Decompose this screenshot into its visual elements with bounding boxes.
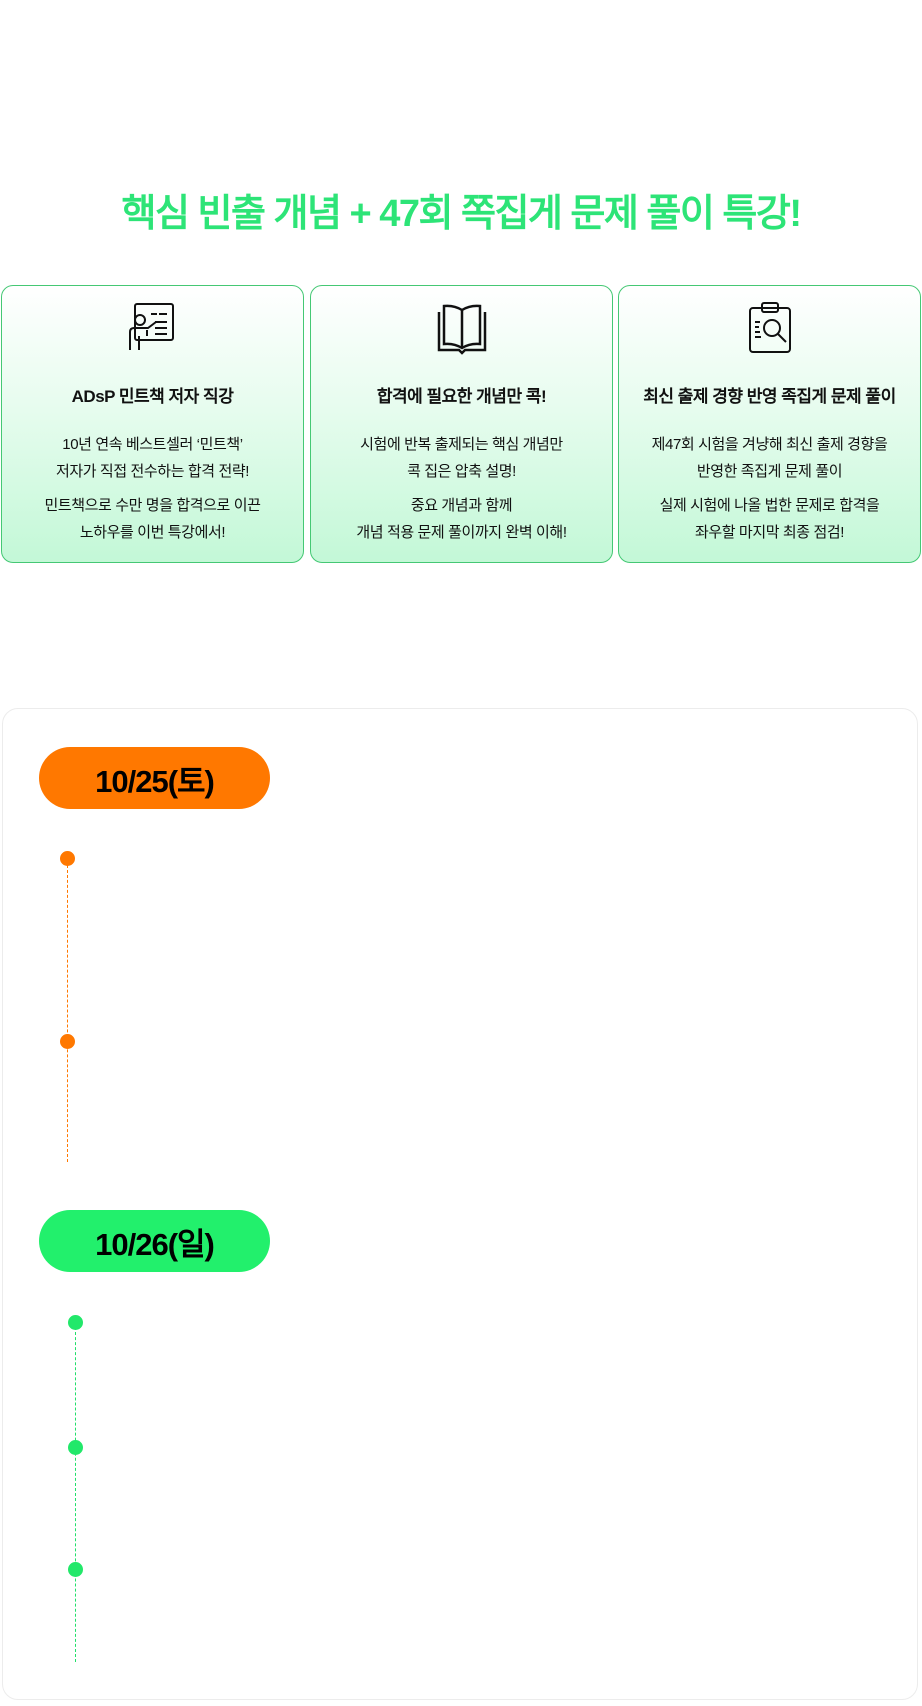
date-badge-1025: 10/25(토) bbox=[39, 747, 270, 809]
timeline-dot bbox=[68, 1315, 83, 1330]
page-headline: 핵심 빈출 개념 + 47회 쪽집게 문제 풀이 특강! bbox=[121, 193, 802, 235]
open-book-icon bbox=[437, 304, 486, 355]
schedule-panel bbox=[2, 708, 918, 1700]
feature-card-author: ADsP 민트책 저자 직강 10년 연속 베스트셀러 ‘민트책’ 저자가 직접 … bbox=[1, 285, 304, 563]
card-title: 최신 출제 경향 반영 족집게 문제 풀이 bbox=[643, 387, 896, 406]
feature-card-problems: 최신 출제 경향 반영 족집게 문제 풀이 제47회 시험을 겨냥해 최신 출제… bbox=[618, 285, 921, 563]
card-text: 콕 집은 압축 설명! bbox=[407, 463, 516, 480]
timeline-line bbox=[75, 1322, 76, 1662]
card-text: 개념 적용 문제 풀이까지 완벽 이해! bbox=[356, 524, 567, 541]
card-text: 저자가 직접 전수하는 합격 전략! bbox=[55, 463, 250, 480]
card-text: 반영한 족집게 문제 풀이 bbox=[696, 463, 843, 480]
card-title: ADsP 민트책 저자 직강 bbox=[71, 387, 234, 406]
timeline-dot bbox=[68, 1562, 83, 1577]
clipboard-search-icon bbox=[748, 302, 791, 353]
card-text: 중요 개념과 함께 bbox=[410, 497, 513, 514]
timeline-dot bbox=[60, 851, 75, 866]
card-text: 좌우할 마지막 최종 점검! bbox=[694, 524, 845, 541]
timeline-dot bbox=[68, 1440, 83, 1455]
card-text: 시험에 반복 출제되는 핵심 개념만 bbox=[360, 436, 563, 453]
timeline-dot bbox=[60, 1034, 75, 1049]
timeline-line bbox=[67, 860, 68, 1162]
card-title: 합격에 필요한 개념만 콕! bbox=[376, 387, 547, 406]
card-text: 노하우를 이번 특강에서! bbox=[79, 524, 226, 541]
card-text: 10년 연속 베스트셀러 ‘민트책’ bbox=[62, 436, 243, 453]
card-text: 제47회 시험을 겨냥해 최신 출제 경향을 bbox=[651, 436, 888, 453]
card-text: 실제 시험에 나올 법한 문제로 합격을 bbox=[659, 497, 880, 514]
teacher-presentation-icon bbox=[128, 303, 174, 350]
date-badge-1026: 10/26(일) bbox=[39, 1210, 270, 1272]
card-text: 민트책으로 수만 명을 합격으로 이끈 bbox=[44, 497, 261, 514]
